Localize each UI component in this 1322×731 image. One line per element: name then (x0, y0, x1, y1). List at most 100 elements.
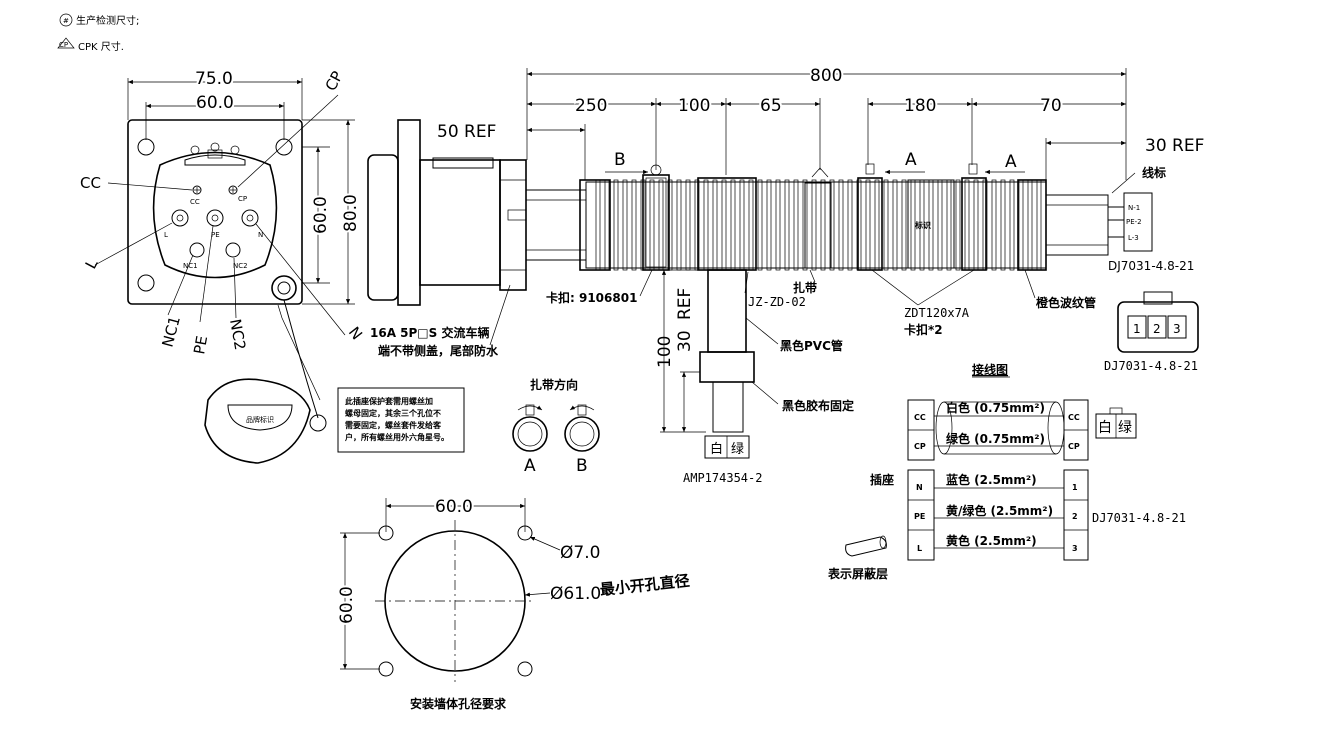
tube-rib (883, 179, 889, 271)
mount-hole-bl (137, 274, 155, 292)
dim-100-label: 100 (678, 96, 710, 116)
tube-rib (766, 179, 772, 271)
tube-rib (595, 179, 601, 271)
tape-fix (699, 351, 755, 383)
cutout-min-text: 最小开孔直径 (599, 572, 690, 599)
tube-rib (901, 179, 907, 271)
tube-rib (973, 179, 979, 271)
svg-text:L: L (164, 231, 168, 239)
tube-rib (730, 179, 736, 271)
tube-rib (865, 179, 871, 271)
tie-label-a: A (524, 456, 536, 476)
tube-rib (649, 179, 655, 271)
svg-text:白: 白 (1098, 420, 1112, 436)
tie-label-b: B (576, 456, 588, 476)
svg-text:此插座保护套需用螺丝加: 此插座保护套需用螺丝加 (345, 396, 433, 406)
protective-cap (204, 378, 311, 464)
dim-180-label: 180 (904, 96, 936, 116)
tube-rib (613, 179, 619, 271)
legend: # 生产检测尺寸; CP CPK 尺寸. (57, 13, 139, 53)
cable-tie (804, 182, 832, 269)
jz-label: JZ-ZD-02 (748, 295, 806, 309)
connector-pin-2: 2 (1153, 322, 1161, 336)
tube-rib (955, 179, 961, 271)
tie-direction: 扎带方向 A B (512, 377, 600, 476)
tie-direction-title: 扎带方向 (530, 377, 578, 392)
wire-mark-label: 线标 (1142, 165, 1166, 180)
tube-rib (748, 179, 754, 271)
svg-text:绿: 绿 (731, 442, 744, 457)
cap-hinge (271, 275, 297, 301)
connector-3pin: 1 2 3 DJ7031-4.8-21 (1104, 291, 1199, 373)
label-cp: CP (322, 68, 347, 94)
pin-nc2 (225, 242, 241, 258)
tube-rib (847, 179, 853, 271)
tie-label: 扎带 (793, 280, 817, 295)
panel-cutout: 60.0 60.0 Ø7.0 Ø61.0 最小开孔直径 安装墙体孔径要求 (335, 495, 690, 711)
svg-text:需要固定，螺丝套件发给客: 需要固定，螺丝套件发给客 (345, 420, 442, 430)
tube-rib (1000, 179, 1006, 271)
tube-rib (604, 179, 610, 271)
corrugated-tube (585, 179, 1047, 271)
wire-label-box (1123, 192, 1153, 252)
wiring-pin-pe: PE (914, 512, 925, 521)
production-symbol: # (63, 17, 69, 25)
mark-sleeve-label: 标识 (914, 220, 931, 230)
tape-label: 黑色胶布固定 (782, 398, 854, 413)
section-a1-label: A (905, 150, 917, 170)
wiring-desc-cp: 绿色 (0.75mm²) (946, 431, 1045, 446)
wiring-end-cc: CC (1068, 413, 1080, 422)
section-b-label: B (614, 150, 626, 170)
label-l: L (82, 255, 102, 271)
tube-rib (775, 179, 781, 271)
zdt-clip-1 (857, 177, 883, 271)
socket-spec-note: 端不带侧盖，尾部防水 (378, 343, 499, 358)
cap-text: 品牌标识 (246, 415, 274, 424)
clip-label: 卡扣: 9106801 (546, 290, 637, 305)
wiring-diagram: 接线图 插座 CC CP N PE L 白色 (0.75mm²) 绿色 (0.7… (827, 362, 1186, 581)
cap-note-box (337, 387, 465, 453)
cpk-symbol: CP (59, 41, 68, 49)
wiring-end-cp: CP (1068, 442, 1080, 451)
tube-rib (784, 179, 790, 271)
clip2-label: 卡扣*2 (904, 322, 943, 337)
wiring-connector-code: DJ7031-4.8-21 (1092, 511, 1186, 525)
socket-spec-label: 16A 5P□S 交流车辆 (370, 325, 489, 340)
wiring-desc-pe: 黄/绿色 (2.5mm²) (946, 503, 1053, 518)
tube-rib (739, 179, 745, 271)
tube-rib (1018, 179, 1024, 271)
wiring-socket-label: 插座 (870, 472, 894, 487)
cpk-dim-icon (57, 37, 75, 49)
shield-label: 表示屏蔽层 (827, 566, 888, 581)
production-dim-icon (59, 13, 73, 27)
grommet-left (579, 179, 611, 271)
dim-80-label: 80.0 (341, 194, 361, 232)
wiring-end-2: 2 (1072, 512, 1078, 521)
tube-rib (937, 179, 943, 271)
tube-rib (892, 179, 898, 271)
svg-text:PE: PE (211, 231, 220, 239)
svg-text:N: N (258, 231, 263, 239)
wiring-desc-cc: 白色 (0.75mm²) (946, 400, 1045, 415)
label-pe: PE (190, 334, 211, 355)
pin-cp (228, 185, 238, 195)
wiring-pin-l: L (917, 544, 922, 553)
cutout-dim-60-top-label: 60.0 (435, 497, 473, 517)
tube-rib (658, 179, 664, 271)
tube-rib (757, 179, 763, 271)
label-nc2: NC2 (226, 318, 249, 352)
connector-pin-1: 1 (1133, 322, 1141, 336)
clip-9106801 (642, 174, 670, 271)
svg-text:NC1: NC1 (183, 262, 198, 270)
cutout-min-dim: Ø61.0 (550, 584, 601, 604)
tube-rib (802, 179, 808, 271)
tube-rib (793, 179, 799, 271)
tube-rib (1036, 179, 1042, 271)
dim-800-label: 800 (810, 66, 842, 86)
pvc-tube (707, 269, 747, 353)
tube-rib (820, 179, 826, 271)
tube-rib (712, 179, 718, 271)
ref-50-label: 50 REF (437, 122, 496, 142)
zdt-label: ZDT120x7A (904, 306, 970, 320)
